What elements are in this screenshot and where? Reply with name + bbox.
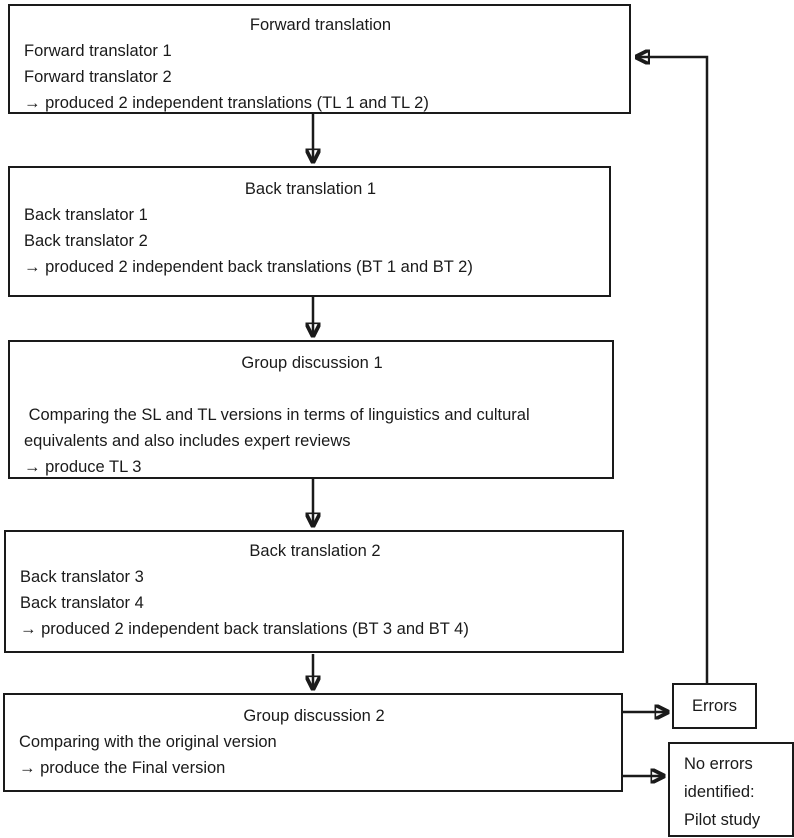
text-line: → produce TL 3: [24, 458, 142, 476]
text-line: identified:: [684, 783, 755, 801]
box-title: Group discussion 1: [241, 354, 383, 372]
text-line: Back translator 4: [20, 594, 144, 612]
text-line: Back translator 1: [24, 206, 148, 224]
group-discussion-1-box: Group discussion 1 Comparing the SL and …: [8, 340, 614, 479]
text-line: → produced 2 independent translations (T…: [24, 94, 429, 112]
text-line: Forward translator 2: [24, 68, 172, 86]
box-title: Forward translation: [249, 16, 392, 34]
text-line: equivalents and also includes expert rev…: [24, 432, 351, 450]
box-title: Group discussion 2: [243, 707, 385, 725]
text-line: Pilot study: [684, 811, 761, 829]
arrow-errors-feedback-to-forward: [637, 57, 709, 684]
text-line: [24, 376, 600, 402]
text-line: Forward translator 1: [24, 42, 172, 60]
text-line: Comparing the SL and TL versions in term…: [24, 406, 530, 424]
text-line: Comparing with the original version: [19, 733, 277, 751]
text-line: Back translator 3: [20, 568, 144, 586]
text-line: No errors: [684, 755, 753, 773]
back-translation-2-box: Back translation 2 Back translator 3 Bac…: [4, 530, 624, 653]
box-title: Back translation 1: [244, 180, 377, 198]
no-errors-box: No errors identified: Pilot study: [668, 742, 794, 837]
forward-translation-box: Forward translation Forward translator 1…: [8, 4, 631, 114]
text-line: → produce the Final version: [19, 759, 226, 777]
text-line: → produced 2 independent back translatio…: [20, 620, 469, 638]
group-discussion-2-box: Group discussion 2 Comparing with the or…: [3, 693, 623, 792]
errors-box: Errors: [672, 683, 757, 729]
text-line: → produced 2 independent back translatio…: [24, 258, 473, 276]
errors-label: Errors: [692, 697, 737, 715]
text-line: Back translator 2: [24, 232, 148, 250]
box-title: Back translation 2: [249, 542, 381, 560]
back-translation-1-box: Back translation 1 Back translator 1 Bac…: [8, 166, 611, 297]
